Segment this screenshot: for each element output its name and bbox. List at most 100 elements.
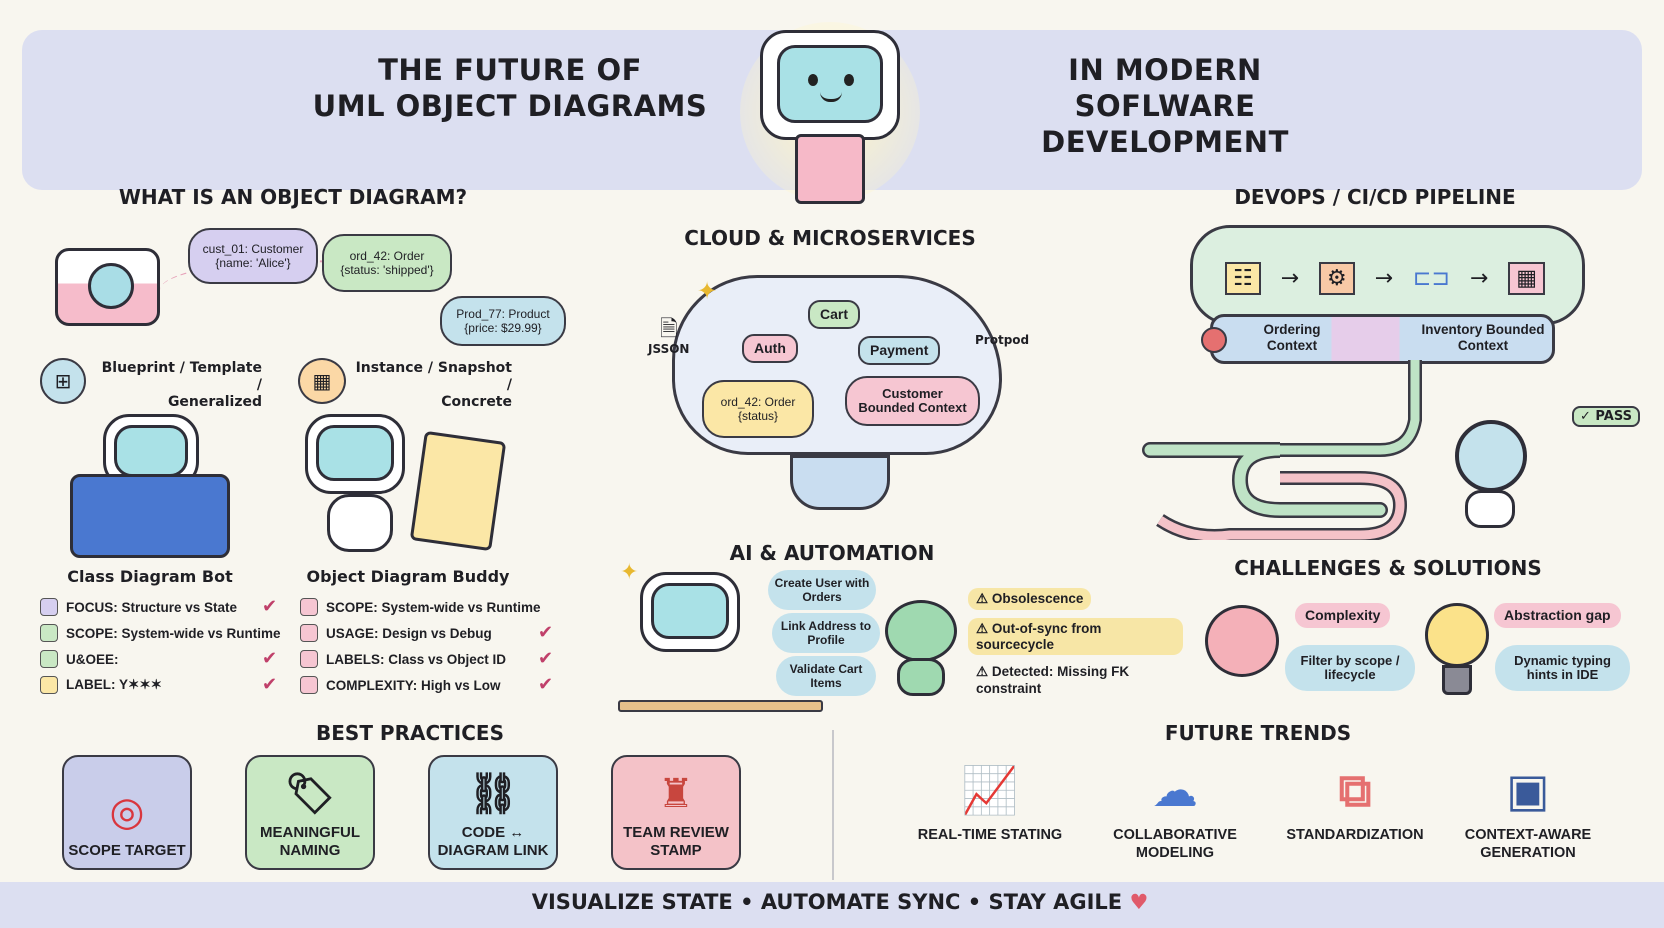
divider	[832, 730, 834, 880]
trend-collaborative: ☁COLLABORATIVE MODELING	[1095, 760, 1255, 862]
section-heading: WHAT IS AN OBJECT DIAGRAM?	[118, 185, 468, 209]
card-code-diagram-link: ⛓CODE ↔ DIAGRAM LINK	[428, 755, 558, 870]
check-icon: ✔	[262, 674, 278, 695]
class-bot-name: Class Diagram Bot	[67, 567, 233, 586]
ai-prompt: Validate Cart Items	[776, 656, 876, 696]
pass-badge: ✓ PASS	[1572, 406, 1640, 427]
title-line: THE FUTURE OF	[378, 53, 642, 87]
service-auth: Auth	[742, 334, 798, 363]
checkbox[interactable]	[40, 598, 58, 616]
bounded-context-bar: Ordering Context Inventory Bounded Conte…	[1201, 314, 1555, 364]
checkbox[interactable]	[300, 650, 318, 668]
service-cart: Cart	[808, 300, 861, 329]
ai-prompt: Create User with Orders	[768, 570, 876, 610]
json-file-icon: 🗎	[660, 317, 678, 342]
heart-icon: ♥	[1129, 890, 1149, 914]
warning-item: ⚠ Out-of-sync from sourcecycle	[968, 618, 1183, 655]
clipboard-icon	[795, 134, 865, 204]
object-bubble-product: Prod_77: Product{price: $29.99}	[440, 296, 566, 346]
class-diagram-bot	[70, 414, 230, 558]
sparkle-icon: ✦	[620, 560, 639, 585]
solution-label: Filter by scope / lifecycle	[1285, 645, 1415, 691]
section-heading: DEVOPS / CI/CD PIPELINE	[1234, 185, 1516, 209]
checkbox[interactable]	[40, 624, 58, 642]
blueprint-icon: ⊞	[40, 358, 86, 404]
checkbox[interactable]	[300, 624, 318, 642]
list-item: LABEL: Y✶✶✶	[40, 672, 285, 698]
inspector-robot	[1455, 420, 1535, 530]
tag-icon: 🏷	[284, 771, 336, 817]
json-label: JSSON	[648, 342, 690, 356]
puzzle-icon: ⧉	[1338, 763, 1372, 817]
lightbulb-base	[1442, 665, 1472, 695]
database-icon	[790, 455, 890, 510]
section-heading: CHALLENGES & SOLUTIONS	[1234, 556, 1542, 580]
instance-icon: ▦	[298, 358, 346, 404]
service-customer-context: Customer Bounded Context	[845, 376, 980, 426]
checkbox[interactable]	[300, 598, 318, 616]
link-icon: ⛓	[467, 771, 519, 817]
card-team-review-stamp: ♜TEAM REVIEW STAMP	[611, 755, 741, 870]
checkbox[interactable]	[40, 650, 58, 668]
title-line: SOFLWARE DEVELOPMENT	[1041, 89, 1289, 159]
check-icon: ✔	[538, 674, 554, 695]
object-bubble-order: ord_42: Order{status: 'shipped'}	[322, 234, 452, 292]
stamp-icon: ♜	[658, 771, 694, 817]
checkbox[interactable]	[300, 676, 318, 694]
clipboard-icon	[409, 430, 507, 552]
checkbox[interactable]	[40, 676, 58, 694]
section-heading: AI & AUTOMATION	[729, 541, 935, 565]
title-line: UML OBJECT DIAGRAMS	[312, 89, 708, 123]
warning-item: ⚠ Detected: Missing FK constraint	[976, 664, 1130, 696]
section-heading: FUTURE TRENDS	[1164, 721, 1352, 745]
sparkle-icon: ✦	[697, 277, 718, 305]
footer-band	[0, 882, 1664, 928]
ai-prompt: Link Address to Profile	[772, 613, 880, 653]
solution-label: Dynamic typing hints in IDE	[1495, 645, 1630, 691]
mascot-robot	[740, 22, 920, 212]
blueprint-map	[70, 474, 230, 558]
ai-robot	[640, 572, 750, 682]
stage-icon: ☷	[1225, 262, 1261, 295]
card-scope-target: ◎SCOPE TARGET	[62, 755, 192, 870]
object-bubble-customer: cust_01: Customer{name: 'Alice'}	[188, 228, 318, 284]
title-right: IN MODERN SOFLWARE DEVELOPMENT	[950, 52, 1380, 160]
stage-icon: ⊏⊐	[1413, 266, 1450, 291]
list-item: SCOPE: System-wide vs Runtime	[40, 620, 285, 646]
list-item: U&OEE:	[40, 646, 285, 672]
service-payment: Payment	[858, 336, 941, 365]
section-heading: BEST PRACTICES	[316, 721, 504, 745]
footer-tagline: VISUALIZE STATE • AUTOMATE SYNC • STAY A…	[531, 890, 1149, 914]
check-icon: ✔	[538, 622, 554, 643]
object-buddy-list: SCOPE: System-wide vs Runtime USAGE: Des…	[300, 594, 560, 698]
camera-icon	[55, 248, 160, 326]
worried-robot	[885, 600, 965, 698]
section-heading: CLOUD & MICROSERVICES	[684, 226, 976, 250]
trend-context-aware: ▣CONTEXT-AWARE GENERATION	[1448, 760, 1608, 862]
frustrated-face-icon	[1205, 605, 1279, 677]
challenge-label: Abstraction gap	[1494, 603, 1621, 628]
object-diagram-buddy	[305, 414, 507, 554]
list-item: LABELS: Class vs Object ID	[300, 646, 560, 672]
class-bot-list: FOCUS: Structure vs State SCOPE: System-…	[40, 594, 285, 698]
blueprint-label: Blueprint / Template /Generalized	[101, 360, 262, 410]
trend-real-time: 📈REAL-TIME STATING	[910, 760, 1070, 844]
instance-label: Instance / Snapshot /Concrete	[355, 360, 512, 410]
desk	[618, 700, 823, 712]
best-practice-cards: ◎SCOPE TARGET 🏷MEANINGFUL NAMING ⛓CODE ↔…	[62, 755, 741, 870]
list-item: SCOPE: System-wide vs Runtime	[300, 594, 560, 620]
card-meaningful-naming: 🏷MEANINGFUL NAMING	[245, 755, 375, 870]
stage-icon: ⚙	[1319, 262, 1355, 295]
context-label: Inventory Bounded Context	[1421, 322, 1545, 353]
context-label: Ordering Context	[1263, 322, 1321, 353]
service-order-object: ord_42: Order {status}	[702, 380, 814, 438]
warning-list: ⚠ Obsolescence ⚠ Out-of-sync from source…	[968, 588, 1183, 697]
trend-standardization: ⧉STANDARDIZATION	[1275, 760, 1435, 844]
list-item: COMPLEXITY: High vs Low	[300, 672, 560, 698]
list-item: FOCUS: Structure vs State	[40, 594, 285, 620]
target-icon: ◎	[109, 789, 145, 835]
list-item: USAGE: Design vs Debug	[300, 620, 560, 646]
lightbulb-icon	[1425, 603, 1489, 667]
pipeline-path	[1142, 360, 1422, 540]
team-icon: ☁	[1152, 763, 1198, 817]
